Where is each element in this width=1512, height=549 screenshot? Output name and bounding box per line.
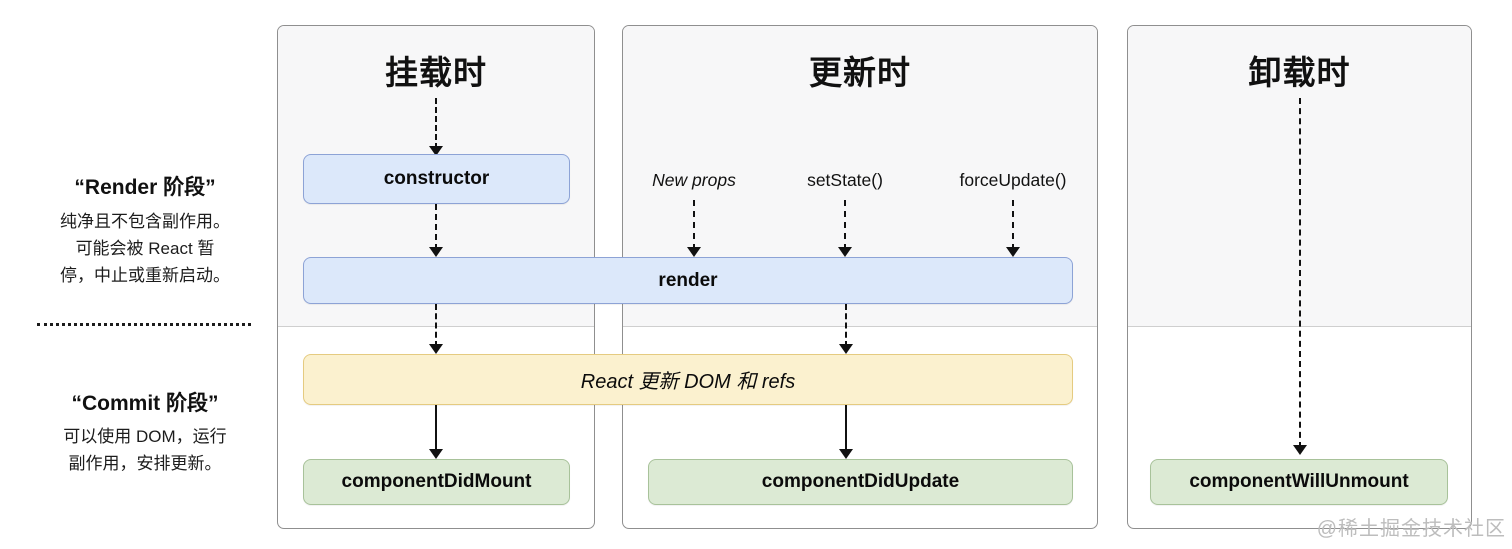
commit-phase-desc-line: 可以使用 DOM，运行	[63, 427, 227, 446]
react-dom-update-bar: React 更新 DOM 和 refs	[303, 354, 1073, 405]
flow-arrow-icon	[429, 98, 443, 156]
commit-phase-title: “Commit 阶段”	[71, 392, 219, 415]
column-title-mounting: 挂载时	[385, 54, 487, 91]
flow-arrow-icon	[839, 405, 853, 459]
render-box[interactable]: render	[303, 257, 1073, 304]
render-phase-desc-line: 停，中止或重新启动。	[60, 266, 230, 285]
flow-arrow-icon	[429, 204, 443, 257]
flow-arrow-icon	[839, 304, 853, 354]
commit-phase-desc-line: 副作用，安排更新。	[68, 454, 222, 473]
component-did-mount-box[interactable]: componentDidMount	[303, 459, 570, 505]
trigger-new-props: New props	[652, 170, 736, 190]
component-will-unmount-box[interactable]: componentWillUnmount	[1150, 459, 1448, 505]
constructor-box[interactable]: constructor	[303, 154, 570, 204]
flow-arrow-icon	[429, 304, 443, 354]
trigger-set-state: setState()	[807, 170, 883, 190]
render-phase-desc-line: 纯净且不包含副作用。	[60, 212, 230, 231]
flow-arrow-icon	[429, 405, 443, 459]
flow-arrow-icon	[1006, 200, 1020, 257]
flow-arrow-icon	[838, 200, 852, 257]
column-title-unmounting: 卸载时	[1248, 54, 1351, 91]
phase-separator-dotted-line	[37, 323, 251, 326]
watermark: @稀土掘金技术社区	[1316, 518, 1506, 540]
commit-phase-description: 可以使用 DOM，运行 副作用，安排更新。	[10, 423, 280, 477]
flow-arrow-icon	[687, 200, 701, 257]
render-phase-desc-line: 可能会被 React 暂	[75, 239, 215, 258]
render-phase-title: “Render 阶段”	[74, 176, 216, 199]
component-did-update-box[interactable]: componentDidUpdate	[648, 459, 1073, 505]
column-title-updating: 更新时	[809, 54, 911, 91]
flow-arrow-icon	[1293, 98, 1307, 455]
render-phase-description: 纯净且不包含副作用。 可能会被 React 暂 停，中止或重新启动。	[10, 208, 280, 289]
trigger-force-update: forceUpdate()	[959, 170, 1067, 190]
